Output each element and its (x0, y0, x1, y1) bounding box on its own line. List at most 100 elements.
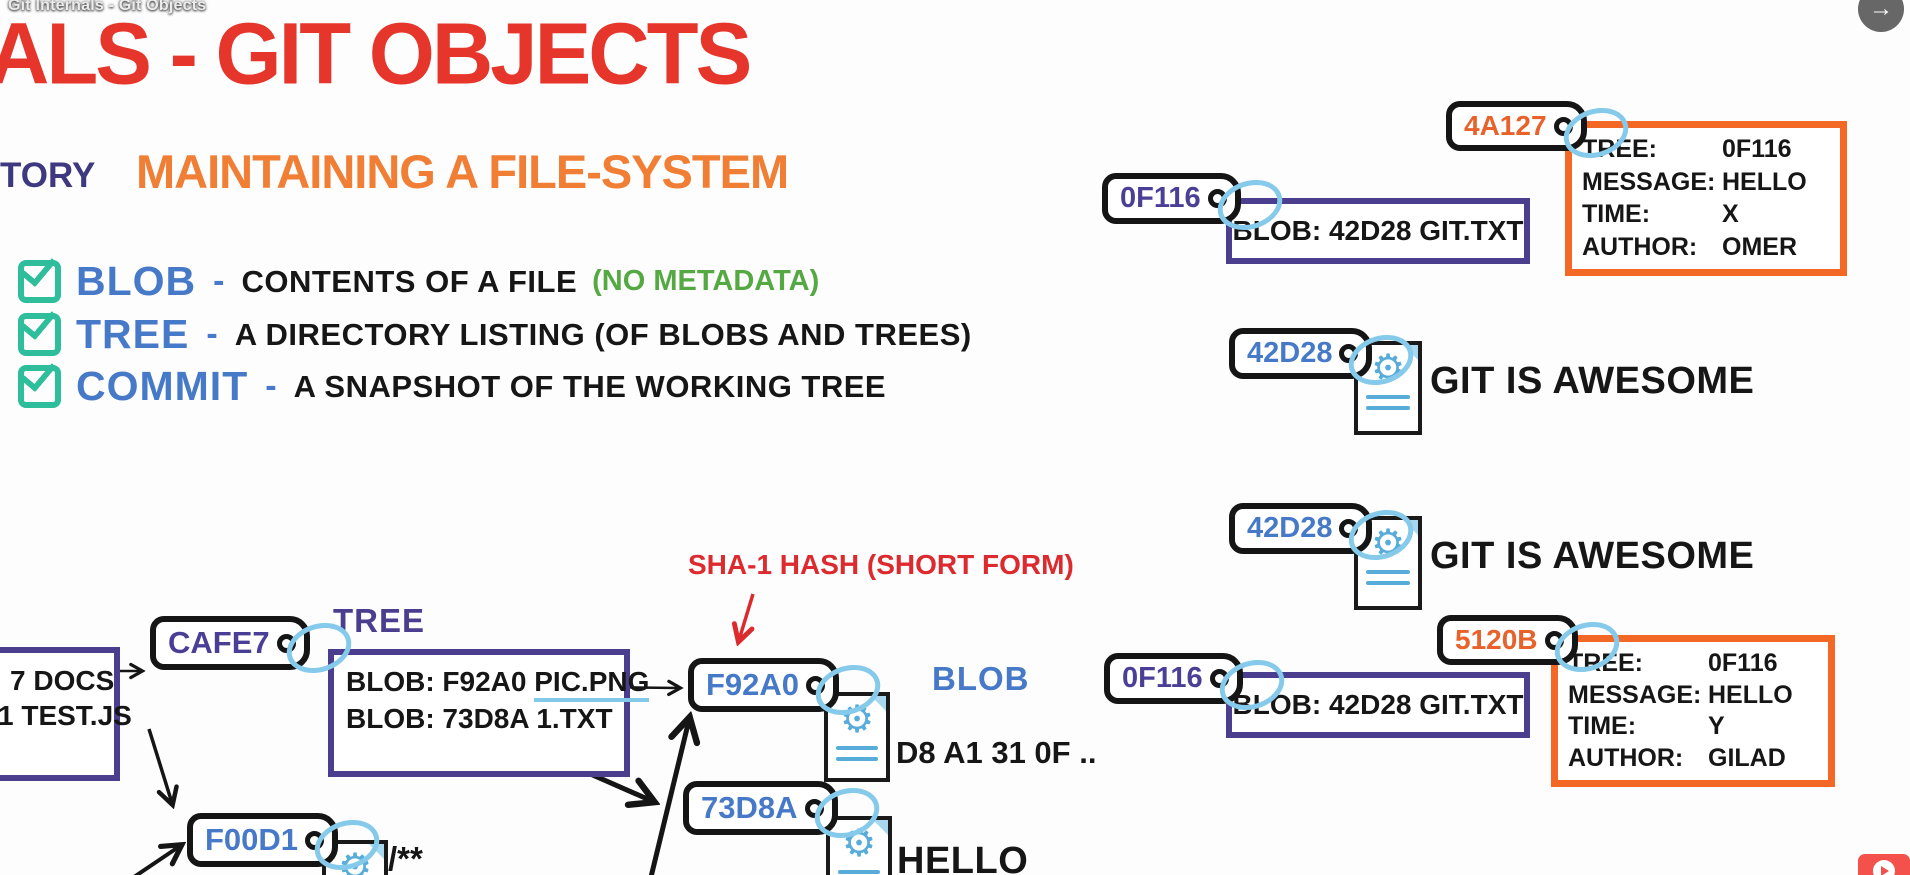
next-video-button[interactable]: → (1858, 0, 1904, 32)
gear-icon: ⚙ (1370, 523, 1406, 565)
gear-icon: ⚙ (841, 823, 877, 865)
tag-text: 4A127 (1464, 110, 1547, 141)
tag-text: 73D8A (701, 790, 798, 825)
commit-field-value: OMER (1722, 232, 1797, 261)
arrow-bottomleft-to-f00d1 (133, 846, 180, 875)
commit-field-label: TREE: (1568, 648, 1643, 677)
checkbox-icon (18, 365, 61, 408)
commit-box-top: TREE: 0F116 MESSAGE:HELLO TIME: X AUTHOR: O… (1565, 121, 1847, 276)
hash-tag-f00d1: F00D1 (187, 811, 386, 875)
commit-field-label: TREE: (1582, 135, 1657, 164)
commit-field-value: 0F116 (1722, 135, 1792, 164)
tag-hole-icon (1553, 116, 1573, 136)
tag-hole-icon (276, 633, 296, 653)
term-description: A SNAPSHOT OF THE WORKING TREE (293, 368, 887, 404)
doc-line (1366, 395, 1410, 399)
blob-bytes-text: D8 A1 31 0F .. (896, 735, 1097, 770)
hash-tag-73d8a: 73D8A (683, 779, 886, 847)
row2-prefix: BLOB: 73D8A (346, 703, 537, 734)
doc-line (1366, 406, 1410, 410)
commit-field-label: TIME: (1582, 200, 1651, 229)
tag-hole-icon (1544, 630, 1564, 650)
document-icon-42d28-top: ⚙ (1354, 341, 1422, 435)
tree-label: TREE (333, 602, 426, 639)
tree-box-row2: BLOB: 73D8A 1.TXT (346, 700, 624, 737)
youtube-logo-button[interactable] (1858, 854, 1910, 875)
doc-line (836, 746, 878, 750)
document-icon-73d8a: ⚙ (826, 816, 892, 875)
commit-field-label: MESSAGE: (1582, 167, 1716, 196)
left-directory-box: 7 DOCS 1 TEST.JS (0, 647, 132, 781)
document-icon-f92a0: ⚙ (824, 692, 890, 782)
doc-line (838, 870, 880, 874)
partial-left-label: TORY (0, 156, 96, 195)
hash-tag-cafe7: CAFE7 (150, 614, 358, 682)
git-awesome-text-bottom: GIT IS AWESOME (1430, 535, 1755, 577)
hash-tag-f92a0: F92A0 (688, 656, 887, 724)
commit-field-label: TIME: (1568, 712, 1637, 741)
tree-listing-box: BLOB: F92A0 PIC.PNG BLOB: 73D8A 1.TXT (328, 649, 650, 777)
row2-filename: 1.TXT (536, 703, 613, 734)
tag-text: 42D28 (1247, 337, 1333, 369)
checklist-item-commit: COMMIT - A SNAPSHOT OF THE WORKING TREE (18, 363, 886, 410)
commit-field-value: X (1722, 200, 1739, 229)
commit-field-value: HELLO (1722, 167, 1807, 196)
tag-text: 0F116 (1120, 182, 1201, 214)
row1-filename: PIC.PNG (534, 666, 650, 702)
doc-line (836, 757, 878, 761)
tag-hole-icon (305, 830, 325, 850)
hash-tag-42d28-top: 42D28 (1229, 326, 1421, 394)
dash: - (206, 315, 218, 353)
hash-tag-5120b: 5120B (1437, 613, 1626, 681)
tag-text: CAFE7 (168, 625, 270, 660)
commit-box-bottom: TREE:0F116 MESSAGE:HELLO TIME:Y AUTHOR:G… (1551, 635, 1835, 787)
term-label: TREE (76, 311, 190, 357)
term-label: BLOB (76, 258, 197, 304)
left-box-line2: 1 TEST.JS (0, 700, 132, 731)
hash-tag-0f116-top: 0F116 (1102, 171, 1289, 239)
arrow-sha-note (739, 593, 755, 640)
commit-field-value: Y (1708, 712, 1725, 741)
arrow-testjs-to-f00d1 (147, 728, 172, 803)
tag-text: 42D28 (1247, 512, 1333, 544)
left-box-line1: 7 DOCS (10, 665, 115, 696)
blob-listing-box-top: BLOB: 42D28 GIT.TXT (1226, 198, 1530, 264)
page-title: ALS - GIT OBJECTS (0, 5, 752, 103)
folded-corner-icon (1402, 520, 1418, 536)
commit-field-value: GILAD (1708, 744, 1786, 773)
term-label: COMMIT (76, 363, 249, 409)
tag-text: 5120B (1455, 624, 1538, 655)
dash: - (213, 262, 225, 300)
commit-field-label: AUTHOR: (1582, 232, 1698, 261)
blob-listing-box-bottom: BLOB: 42D28 GIT.TXT (1226, 672, 1530, 738)
folded-corner-icon (872, 820, 888, 836)
gear-icon: ⚙ (337, 847, 373, 875)
doc-line (1366, 581, 1410, 585)
folded-corner-icon (1402, 345, 1418, 361)
dash: - (265, 367, 277, 405)
comment-text: /** (388, 840, 423, 875)
sha-hash-note: SHA-1 HASH (SHORT FORM) (688, 549, 1074, 580)
term-note: (NO METADATA) (592, 265, 820, 297)
commit-field-label: MESSAGE: (1568, 680, 1702, 709)
blob-box-text: BLOB: 42D28 GIT.TXT (1232, 215, 1524, 246)
gear-icon: ⚙ (1370, 348, 1406, 390)
subtitle: MAINTAINING A FILE-SYSTEM (136, 145, 789, 198)
git-awesome-text-top: GIT IS AWESOME (1430, 360, 1755, 402)
folded-corner-icon (368, 844, 384, 860)
tag-hole-icon (1207, 189, 1227, 208)
youtube-play-icon (1873, 860, 1895, 875)
tag-hole-icon (1339, 344, 1359, 363)
commit-field-value: 0F116 (1708, 648, 1778, 677)
tag-hole-icon (1339, 519, 1359, 538)
checklist-item-tree: TREE - A DIRECTORY LISTING (OF BLOBS AND… (18, 311, 972, 358)
checkbox-icon (18, 260, 61, 303)
doc-line (1366, 570, 1410, 574)
gear-icon: ⚙ (839, 699, 875, 741)
row1-prefix: BLOB: F92A0 (346, 666, 535, 697)
blob-label: BLOB (932, 660, 1030, 697)
tag-hole-icon (806, 675, 826, 695)
hash-tag-42d28-bottom: 42D28 (1229, 501, 1421, 569)
tag-hole-icon (804, 798, 824, 818)
